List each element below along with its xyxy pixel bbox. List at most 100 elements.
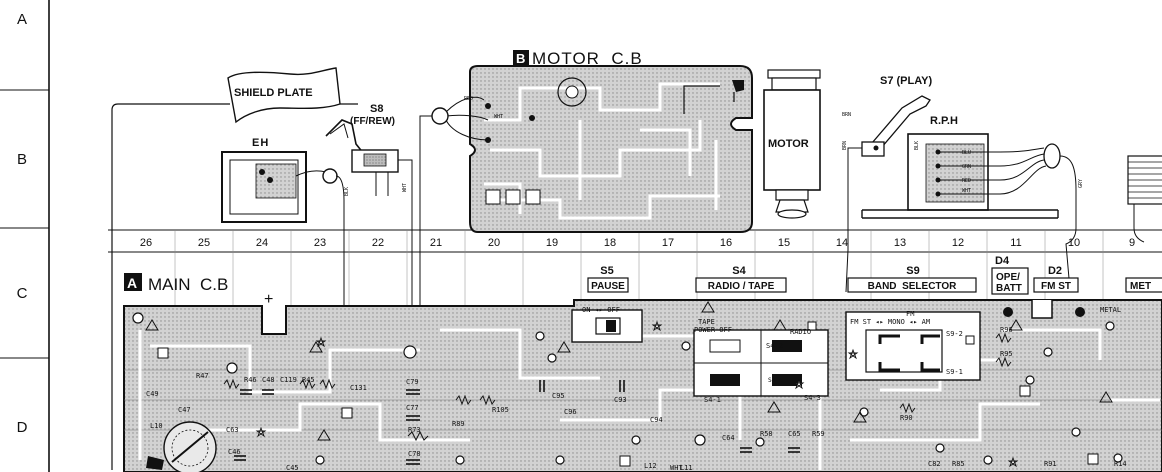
shield-plate-label: SHIELD PLATE (234, 87, 313, 99)
s5-on-off: ON ◂▸ OFF (582, 306, 620, 314)
component-label: C96 (564, 408, 577, 416)
column-number: 16 (720, 237, 732, 249)
column-number: 11 (1010, 237, 1021, 249)
switch-texts: ON ◂▸ OFF TAPE POWER OFF RADIO S4-1 S4-2… (582, 306, 1121, 404)
row-marker: C (17, 285, 28, 302)
s9-modes: FM ST ◂▸ MONO ◂▸ AM (850, 318, 930, 326)
switch-id: S4 (732, 265, 746, 277)
switch-name: MET (1130, 281, 1151, 292)
s4-section: S4-1 (704, 396, 721, 404)
row-marker: B (17, 151, 27, 168)
component-label: C79 (406, 378, 419, 386)
shield-plate-tag: SHIELD PLATE (227, 67, 341, 124)
component-label: C48 (262, 376, 275, 384)
switch-id: D4 (995, 255, 1010, 267)
s7-label: S7 (PLAY) (880, 75, 933, 87)
component-label: C46 (228, 448, 241, 456)
switch-id: S9 (906, 265, 919, 277)
motor-label: MOTOR (768, 138, 809, 150)
column-number: 15 (778, 237, 790, 249)
column-number: 20 (488, 237, 500, 249)
component-label: R105 (492, 406, 509, 414)
switch-block-s4: S4 RADIO / TAPE (695, 265, 787, 293)
component-label: C65 (788, 430, 801, 438)
component-label: WHT (670, 464, 683, 472)
column-number: 23 (314, 237, 326, 249)
component-label: R73 (408, 426, 421, 434)
component-label: R14 (1114, 460, 1127, 468)
component-label: C119 (280, 376, 297, 384)
s4-section: S4-2 (766, 342, 783, 350)
component-label: C94 (650, 416, 663, 424)
column-number: 26 (140, 237, 152, 249)
s8-label: S8 (370, 103, 383, 115)
switch-block-d2: D2 FM ST (1033, 265, 1079, 293)
column-number: 24 (256, 237, 268, 249)
column-number: 12 (952, 237, 964, 249)
wire-red: RED (962, 178, 971, 184)
switch-name: PAUSE (591, 281, 625, 292)
component-label: C63 (226, 426, 239, 434)
component-label: R45 (302, 376, 315, 384)
s8-sublabel: (FF/REW) (350, 116, 395, 127)
plus-mark: + (264, 291, 273, 308)
component-label: R46 (244, 376, 257, 384)
wire-brn: BRN (842, 112, 851, 118)
column-number: 21 (430, 237, 442, 249)
switch-id: D2 (1048, 265, 1062, 277)
component-label: C95 (552, 392, 565, 400)
wire-wht: WHT (962, 188, 971, 194)
component-label: R85 (952, 460, 965, 468)
wire-blk: BLK (344, 187, 350, 196)
s9-fm: FM (906, 310, 914, 318)
switch-name: OPE/BATT (996, 272, 1022, 294)
main-cb-letter: A (127, 275, 137, 291)
motor-cb-title: MOTOR C.B (532, 49, 643, 68)
column-number: 17 (662, 237, 674, 249)
column-number: 9 (1129, 237, 1135, 249)
component-label: C49 (146, 390, 159, 398)
row-grid: A B C D (0, 0, 50, 472)
component-label: C82 (928, 460, 941, 468)
component-label: C45 (286, 464, 299, 472)
column-number: 13 (894, 237, 906, 249)
component-label: R47 (196, 372, 209, 380)
component-label: L10 (150, 422, 163, 430)
row-marker: D (17, 419, 28, 436)
s4-radio: RADIO (790, 328, 811, 336)
component-label: C47 (178, 406, 191, 414)
s4-section: S4-3 (804, 394, 821, 402)
component-label: L12 (644, 462, 657, 470)
s4-section: S4-4 (768, 377, 783, 384)
component-label: R59 (812, 430, 825, 438)
s9-section: S9-1 (946, 368, 963, 376)
wire-wht: WHT (494, 114, 503, 120)
component-label: R89 (452, 420, 465, 428)
column-number: 22 (372, 237, 384, 249)
main-cb-title: MAIN C.B (148, 275, 228, 294)
wire-grn: GRN (962, 164, 971, 170)
component-label: R95 (1000, 350, 1013, 358)
s7-switch: S7 (PLAY) BRN BRN (842, 75, 933, 293)
column-number: 14 (836, 237, 848, 249)
component-label: C131 (350, 384, 367, 392)
s4-tape: TAPE (698, 318, 715, 326)
s4-power: POWER OFF (694, 326, 732, 334)
row-marker: A (17, 11, 27, 28)
s9-section: S9-2 (946, 330, 963, 338)
wire-blu: BLU (962, 150, 971, 156)
wire-blk: BLK (914, 141, 920, 150)
rph-label: R.P.H (930, 115, 958, 127)
wire-red: RED (464, 96, 473, 102)
main-cb: A MAIN C.B + (123, 273, 1162, 472)
switch-block-s9: S9 BAND SELECTOR (847, 265, 977, 293)
component-label: C77 (406, 404, 419, 412)
switch-headers: S5 PAUSE S4 RADIO / TAPE S9 BAND SELECTO… (587, 255, 1162, 295)
column-number: 18 (604, 237, 616, 249)
metal-label: METAL (1100, 306, 1121, 314)
switch-name: RADIO / TAPE (708, 281, 775, 292)
column-number: 25 (198, 237, 210, 249)
rph-head: R.P.H BLU GRN RED WHT BLK GRY (861, 115, 1162, 291)
